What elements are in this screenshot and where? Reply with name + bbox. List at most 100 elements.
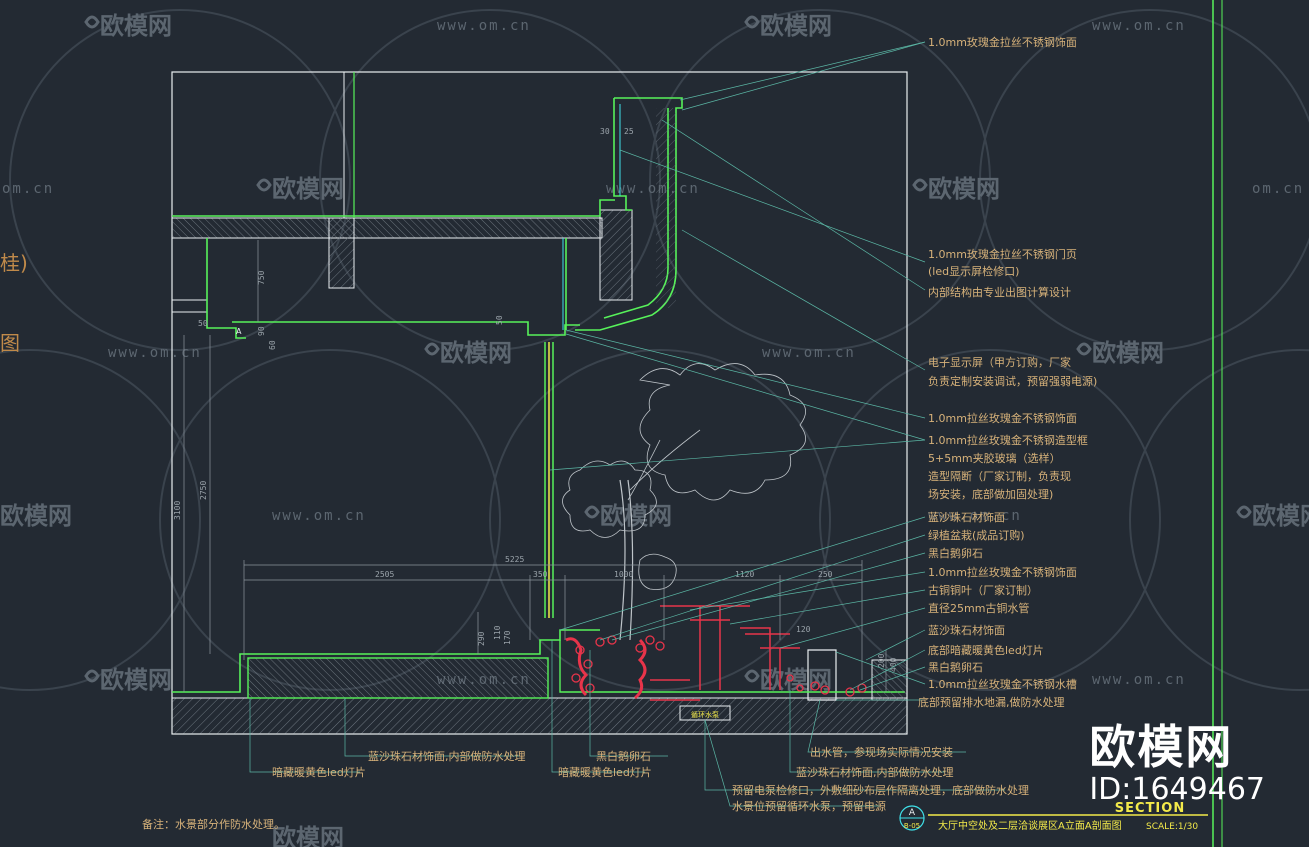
watermark-url: www.om.cn <box>437 18 531 34</box>
section-marker-top: A <box>909 808 916 818</box>
bottom-annotations: 暗藏暖黄色led灯片 蓝沙珠石材饰面,内部做防水处理 黑白鹅卵石 暗藏暖黄色le… <box>142 745 1029 831</box>
dimension-label: 170 <box>503 630 512 645</box>
dimension-label: 90 <box>257 326 266 336</box>
dimension-label: 50 <box>495 315 504 325</box>
display-housing <box>656 108 676 308</box>
annotation-label: 底部暗藏暖黄色led灯片 <box>928 643 1044 657</box>
watermark-logo: 欧模网 <box>1252 502 1309 530</box>
title-block: A B-05 SECTION 大厅中空处及二层洽谈展区A立面A剖面图 SCALE… <box>899 801 1208 832</box>
dimension-label: 200 <box>877 653 886 668</box>
annotation-label: 古铜铜叶（厂家订制） <box>928 583 1038 597</box>
watermark-logo: 欧模网 <box>760 666 832 694</box>
dimension-label: 2505 <box>375 570 394 579</box>
annotation-label: 5+5mm夹胶玻璃（选样） <box>928 451 1061 465</box>
annotation-label: 造型隔断（厂家订制，负责现 <box>928 469 1071 483</box>
dimension-label: 250 <box>818 570 833 579</box>
watermark-url: om.cn <box>2 181 54 197</box>
annotation-label: 底部预留排水地漏,做防水处理 <box>918 695 1065 709</box>
annotation-label: 黑白鹅卵石 <box>928 546 983 560</box>
watermark-url: www.om.cn <box>108 345 202 361</box>
floor-slab <box>171 629 908 735</box>
dimension-label: 2750 <box>199 481 208 500</box>
dimension-label: 110 <box>493 625 502 640</box>
annotation-label: (led显示屏检修口) <box>928 264 1019 278</box>
watermark-url: www.om.cn <box>1092 672 1186 688</box>
detail-marker: A <box>236 327 242 336</box>
watermark-logo: 欧模网 <box>928 175 1000 203</box>
watermark-url: www.om.cn <box>272 508 366 524</box>
watermark-logo: 欧模网 <box>600 502 672 530</box>
annotation-label: 1.0mm玫瑰金拉丝不锈钢饰面 <box>928 35 1077 49</box>
dimension-label: 400 <box>889 657 898 672</box>
watermark-logo-icons <box>84 15 1252 683</box>
watermark-logo: 欧模网 <box>440 339 512 367</box>
annotation-label: 负责定制安装调试，预留强弱电源) <box>928 374 1097 388</box>
dimension-lines <box>183 240 887 692</box>
dimension-label: 3100 <box>173 501 182 520</box>
tree-planter <box>562 363 807 641</box>
glass-partition <box>544 342 554 618</box>
watermark-logo: 欧模网 <box>272 824 344 847</box>
dimension-label: 30 <box>600 127 610 136</box>
annotation-label: 1.0mm拉丝玫瑰金不锈钢饰面 <box>928 411 1077 425</box>
section-marker-bottom: B-05 <box>904 822 920 830</box>
watermark-logo: 欧模网 <box>0 502 72 530</box>
section-title-label: SECTION <box>1115 801 1185 816</box>
dimension-label: 1000 <box>614 570 633 579</box>
dimension-label: 120 <box>796 625 811 634</box>
dimension-label: 25 <box>624 127 634 136</box>
annotation-label: 蓝沙珠石材饰面 <box>928 623 1005 637</box>
annotation-label: 黑白鹅卵石 <box>928 660 983 674</box>
watermark-logo: 欧模网 <box>760 12 832 40</box>
annotation-label: 预留电泵检修口，外敷细砂布层作隔离处理，底部做防水处理 <box>732 783 1029 797</box>
annotation-label: 蓝沙珠石材饰面,内部做防水处理 <box>796 765 954 779</box>
watermark-url: om.cn <box>1252 181 1304 197</box>
watermark-circles <box>0 9 1309 691</box>
annotation-label: 蓝沙珠石材饰面,内部做防水处理 <box>368 749 526 763</box>
section-frame <box>171 71 908 735</box>
annotation-label: 场安装，底部做加固处理) <box>928 487 1053 501</box>
drawing-scale: SCALE:1/30 <box>1146 822 1198 832</box>
dimension-label: 60 <box>268 340 277 350</box>
watermark-logos: 欧模网 欧模网 欧模网 欧模网 欧模网 欧模网 欧模网 欧模网 欧模网 欧模网 … <box>0 12 1309 847</box>
dimension-label: 750 <box>257 270 266 285</box>
bottom-leader-lines <box>249 640 1005 807</box>
dimension-texts: 5225 2505 350 1000 1120 250 3100 2750 75… <box>173 127 898 672</box>
annotation-label: 绿植盆栽(成品订购) <box>928 528 1025 542</box>
annotation-label: 蓝沙珠石材饰面 <box>928 510 1005 524</box>
annotation-label: 出水管，参现场实际情况安装 <box>810 745 953 759</box>
watermark-logo: 欧模网 <box>1092 339 1164 367</box>
annotation-label: 电子显示屏（甲方订购，厂家 <box>928 355 1071 369</box>
right-annotations: 1.0mm玫瑰金拉丝不锈钢饰面 1.0mm玫瑰金拉丝不锈钢门页 (led显示屏检… <box>918 35 1097 709</box>
annotation-label: 1.0mm拉丝玫瑰金不锈钢造型框 <box>928 433 1088 447</box>
watermark-url: www.om.cn <box>928 508 1022 524</box>
watermark-logo: 欧模网 <box>272 175 344 203</box>
annotation-label: 1.0mm玫瑰金拉丝不锈钢门页 <box>928 247 1077 261</box>
annotation-label: 1.0mm拉丝玫瑰金不锈钢水槽 <box>928 677 1077 691</box>
dimension-label: 290 <box>477 631 486 646</box>
drawing-title: 大厅中空处及二层洽谈展区A立面A剖面图 <box>938 819 1122 832</box>
dimension-label: 1120 <box>735 570 754 579</box>
annotation-label: 黑白鹅卵石 <box>596 749 651 763</box>
dimension-label: 350 <box>533 570 548 579</box>
ceiling-slab <box>171 72 633 313</box>
watermark-url: www.om.cn <box>1092 18 1186 34</box>
dimension-label: 5225 <box>505 555 524 564</box>
annotation-label: 1.0mm拉丝玫瑰金不锈钢饰面 <box>928 565 1077 579</box>
drawing-border <box>1212 0 1223 847</box>
left-partial-text: 图 <box>0 331 20 355</box>
annotation-label: 暗藏暖黄色led灯片 <box>558 765 652 779</box>
watermark-logo: 欧模网 <box>100 12 172 40</box>
annotation-label: 内部结构由专业出图计算设计 <box>928 285 1071 299</box>
remark-note: 备注：水景部分作防水处理。 <box>142 817 285 831</box>
annotation-label: 水景位预留循环水泵，预留电源 <box>732 799 886 813</box>
brand-name: 欧模网 <box>1089 720 1234 774</box>
annotation-label: 直径25mm古铜水管 <box>928 601 1029 615</box>
equipment-label: 循环水泵 <box>691 710 719 719</box>
dimension-label: 50 <box>198 319 208 328</box>
watermark-logo: 欧模网 <box>100 666 172 694</box>
watermark-url: www.om.cn <box>762 345 856 361</box>
leader-lines <box>549 41 926 701</box>
left-partial-text: 桂) <box>0 251 28 275</box>
